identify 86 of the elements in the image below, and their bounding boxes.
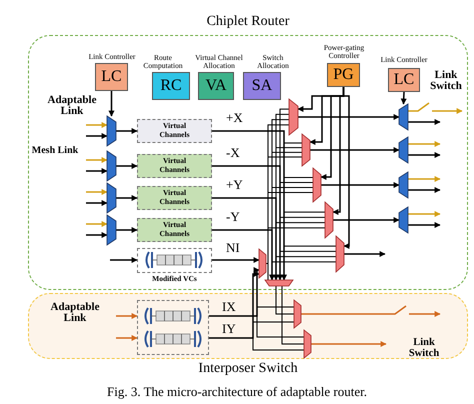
link-label: Adaptable Link: [46, 95, 98, 117]
arrow: [310, 147, 400, 153]
figure-caption: Fig. 3. The micro-architecture of adaptable router.: [106, 384, 368, 400]
arrow: [342, 87, 350, 249]
line: [212, 166, 336, 252]
region-title: Interposer Switch: [197, 360, 299, 378]
arrow: [408, 222, 441, 228]
line: [208, 338, 304, 350]
controller-box: VA: [198, 72, 234, 100]
controller-box: SA: [243, 72, 281, 100]
multiplexer-icon: [302, 134, 310, 166]
arrow: [86, 200, 108, 206]
line: [282, 286, 304, 344]
edge-label: NI: [226, 241, 240, 254]
multiplexer-icon: [259, 249, 266, 278]
controller-box: LC: [95, 63, 128, 91]
arrow: [212, 130, 287, 281]
multiplexer-icon: [107, 151, 116, 181]
arrow: [400, 92, 407, 105]
arrow: [408, 141, 441, 147]
edge-label: IY: [222, 322, 236, 335]
multiplexer-icon: [107, 183, 116, 213]
controller-box: RC: [152, 72, 190, 100]
line: [212, 230, 336, 262]
link-label: Mesh Link: [30, 146, 80, 156]
edge-label: +X: [226, 111, 243, 124]
controller-box: LC: [388, 68, 420, 92]
arrow: [86, 133, 108, 139]
arrow: [110, 257, 138, 263]
multiplexer-icon: [107, 215, 116, 245]
arrow: [116, 335, 138, 341]
arrow: [209, 267, 260, 317]
arrow: [209, 271, 260, 339]
link-label: Adaptable Link: [50, 302, 100, 324]
arrow: [86, 168, 108, 174]
arrow: [116, 195, 138, 201]
line: [208, 316, 304, 338]
buffer-box: [137, 300, 209, 355]
edge-label: IX: [222, 300, 236, 313]
multiplexer-icon: [289, 99, 298, 135]
arrow: [86, 221, 108, 227]
arrow: [212, 197, 279, 281]
arrow: [212, 257, 260, 263]
multiplexer-icon: [107, 116, 116, 146]
line: [266, 263, 268, 280]
arrow: [212, 229, 275, 281]
multiplexer-icon: [265, 280, 293, 286]
arrow: [86, 157, 108, 163]
arrow: [408, 176, 441, 182]
controller-box: PG: [327, 63, 360, 87]
edge-label: -X: [226, 146, 240, 159]
multiplexer-icon: [313, 168, 321, 202]
arrow: [108, 91, 114, 117]
arrow: [408, 152, 441, 158]
arrow: [408, 211, 441, 217]
link-label: Link Switch: [408, 338, 440, 359]
arrow: [321, 182, 400, 188]
edge-label: -Y: [226, 210, 240, 223]
arrow: [333, 217, 400, 223]
arrow: [86, 189, 108, 195]
arrow: [311, 341, 387, 347]
line: [276, 286, 294, 314]
arrow: [408, 119, 441, 125]
arrow: [86, 232, 108, 238]
arrow: [408, 187, 441, 193]
arrow: [116, 163, 138, 169]
arrow: [116, 128, 138, 134]
edge-label: +Y: [226, 178, 243, 191]
multiplexer-icon: [399, 137, 408, 163]
multiplexer-icon: [399, 207, 408, 233]
arrow: [116, 313, 138, 319]
multiplexer-icon: [325, 202, 333, 238]
arrow: [86, 122, 108, 128]
arrow: [300, 305, 441, 317]
line: [212, 130, 336, 247]
link-label: Link Switch: [429, 70, 463, 92]
arrow: [116, 227, 138, 233]
arrow: [298, 114, 400, 120]
arrow: [212, 165, 283, 281]
region-title: Chiplet Router: [206, 13, 290, 31]
arrow: [344, 251, 386, 257]
multiplexer-icon: [399, 172, 408, 198]
multiplexer-icon: [399, 104, 408, 130]
line: [212, 198, 336, 258]
arrow: [407, 102, 463, 114]
multiplexer-icon: [336, 236, 344, 272]
